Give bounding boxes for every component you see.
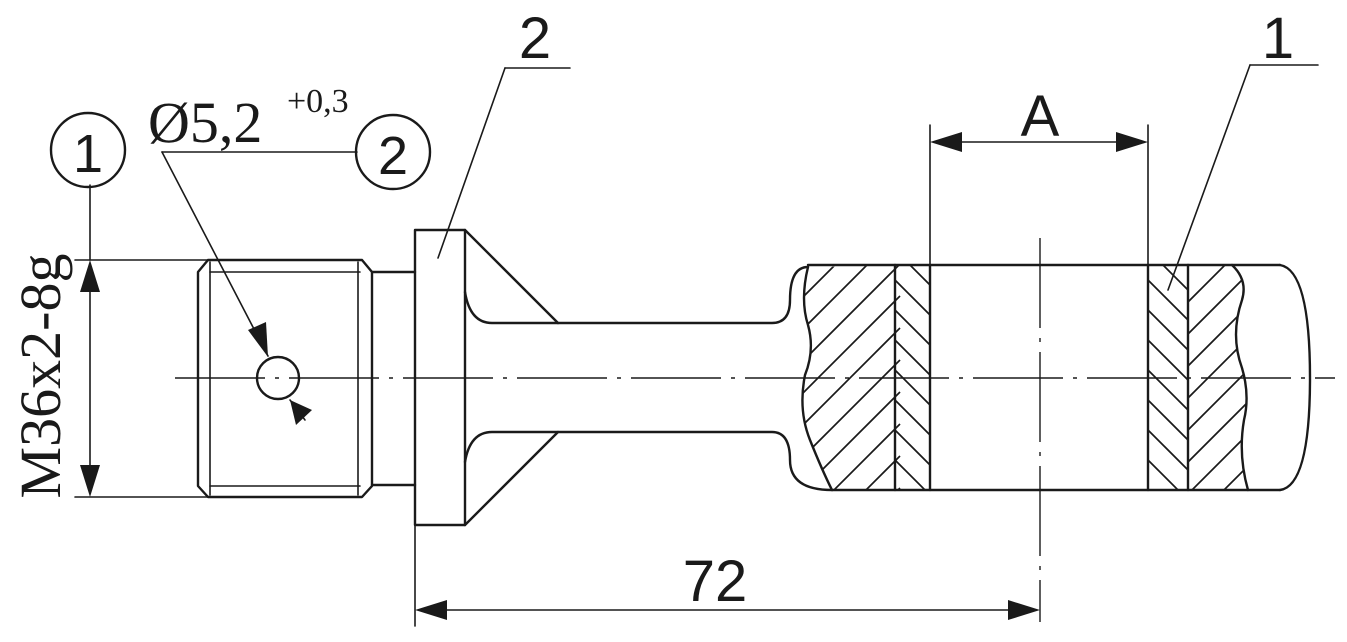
- leader-2-label: 2: [519, 6, 551, 71]
- thread-label: M36x2-8g: [8, 254, 73, 499]
- hatch-right: [1188, 265, 1248, 490]
- flange: [413, 228, 467, 527]
- thread-dimension: M36x2-8g: [8, 184, 209, 499]
- leader-1-label: 1: [1262, 6, 1294, 71]
- dimension-72: 72: [414, 524, 1040, 627]
- leader-2: 2: [437, 6, 571, 259]
- callout-circle-1: 1: [49, 111, 127, 189]
- hatch-left-inner: [895, 265, 930, 490]
- threaded-end: [196, 258, 374, 499]
- circle-1-label: 1: [73, 124, 103, 184]
- neck: [370, 270, 417, 487]
- hatch-left: [802, 265, 901, 490]
- dimension-a: A: [929, 84, 1149, 266]
- circle-2-label: 2: [378, 126, 408, 186]
- dim-a-label: A: [1021, 84, 1060, 149]
- diameter-main: Ø5,2: [148, 90, 262, 155]
- diameter-callout: Ø5,2 +0,3 2: [148, 83, 432, 425]
- dim-72-label: 72: [683, 549, 748, 614]
- leader-1: 1: [1167, 6, 1319, 291]
- diameter-tolerance: +0,3: [287, 83, 349, 120]
- shaft: [463, 228, 834, 527]
- hatch-right-inner: [1148, 265, 1188, 490]
